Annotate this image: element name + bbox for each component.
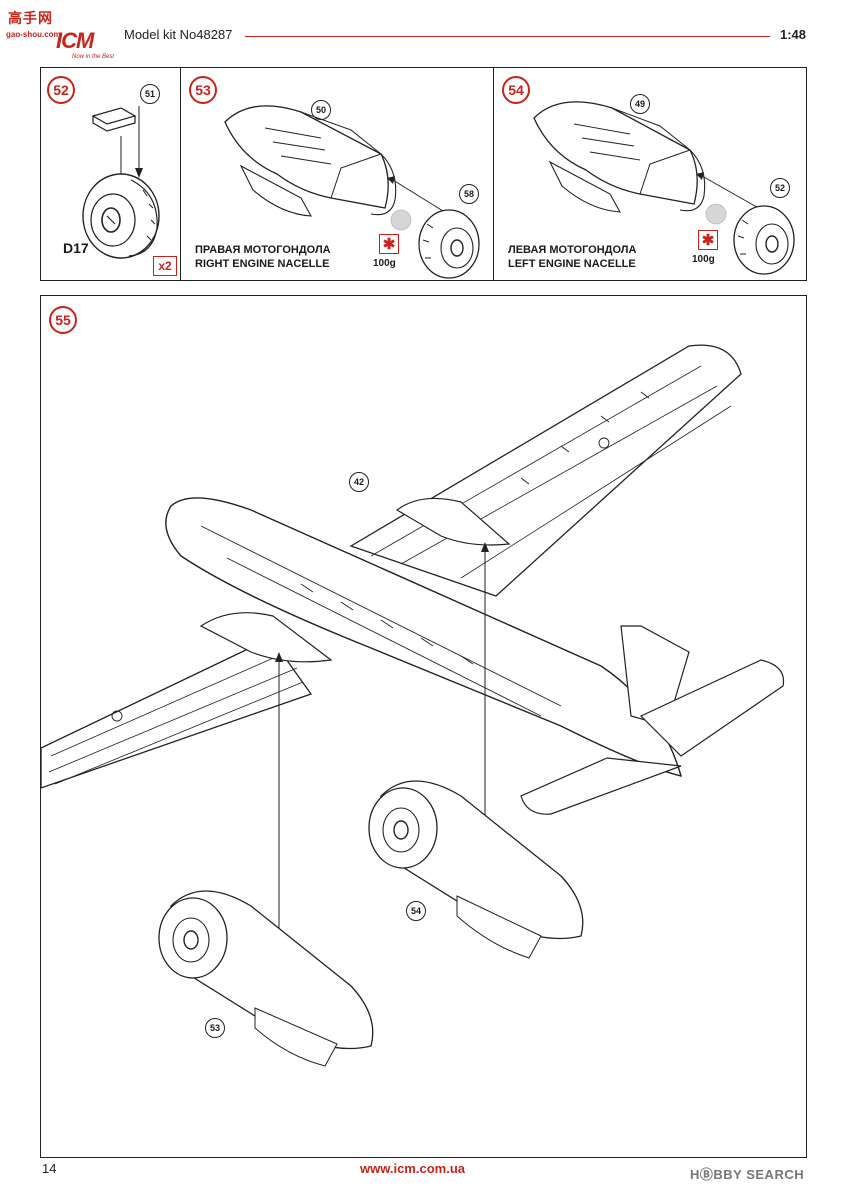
icm-logo: ICM xyxy=(56,28,94,53)
aircraft-assembly-drawing xyxy=(40,344,785,1067)
weight-label: 100g xyxy=(692,254,715,265)
scale-label: 1:48 xyxy=(780,27,807,42)
step-53-panel: 53 50 58 ПРАВАЯ МОТОГОНДОЛА RIGHT ENGINE… xyxy=(180,67,494,281)
caption-ru: ПРАВАЯ МОТОГОНДОЛА xyxy=(195,244,331,256)
step-54-badge: 54 xyxy=(502,76,530,104)
watermark-url: gao-shou.com xyxy=(6,30,61,39)
step-52-panel: 52 51 D17 x2 xyxy=(40,67,181,281)
model-kit-title: Model kit No48287 xyxy=(124,27,233,42)
part-58-callout: 58 xyxy=(459,184,479,204)
weight-label: 100g xyxy=(373,258,396,269)
step-55-badge: 55 xyxy=(49,306,77,334)
part-42-callout: 42 xyxy=(349,472,369,492)
engine-cowl-drawing xyxy=(82,106,160,259)
part-d17-label: D17 xyxy=(63,240,89,256)
right-nacelle-drawing xyxy=(224,105,480,279)
multiplier-badge: x2 xyxy=(153,256,177,276)
left-nacelle-drawing xyxy=(533,101,795,275)
weight-icon: ✱ xyxy=(698,230,718,250)
part-52-callout: 52 xyxy=(770,178,790,198)
weight-icon: ✱ xyxy=(379,234,399,254)
part-49-callout: 49 xyxy=(630,94,650,114)
icm-tagline: Now in the Best xyxy=(72,54,115,60)
part-53-callout: 53 xyxy=(205,1018,225,1038)
step-53-badge: 53 xyxy=(189,76,217,104)
part-51-callout: 51 xyxy=(140,84,160,104)
step-55-panel: 55 42 xyxy=(40,295,807,1158)
step-54-panel: 54 49 52 ЛЕВАЯ МОТОГОНДОЛА LEFT ENGINE N… xyxy=(493,67,807,281)
page-number: 14 xyxy=(42,1161,57,1176)
step-52-badge: 52 xyxy=(47,76,75,104)
part-54-callout: 54 xyxy=(406,901,426,921)
caption-en: LEFT ENGINE NACELLE xyxy=(508,258,636,270)
watermark-text: 高手网 xyxy=(8,10,53,26)
hobby-search-logo: HⒷBBY SEARCH xyxy=(690,1167,805,1182)
caption-ru: ЛЕВАЯ МОТОГОНДОЛА xyxy=(508,244,637,256)
header-rule xyxy=(245,36,770,37)
caption-en: RIGHT ENGINE NACELLE xyxy=(195,258,330,270)
website-link[interactable]: www.icm.com.ua xyxy=(360,1161,465,1176)
